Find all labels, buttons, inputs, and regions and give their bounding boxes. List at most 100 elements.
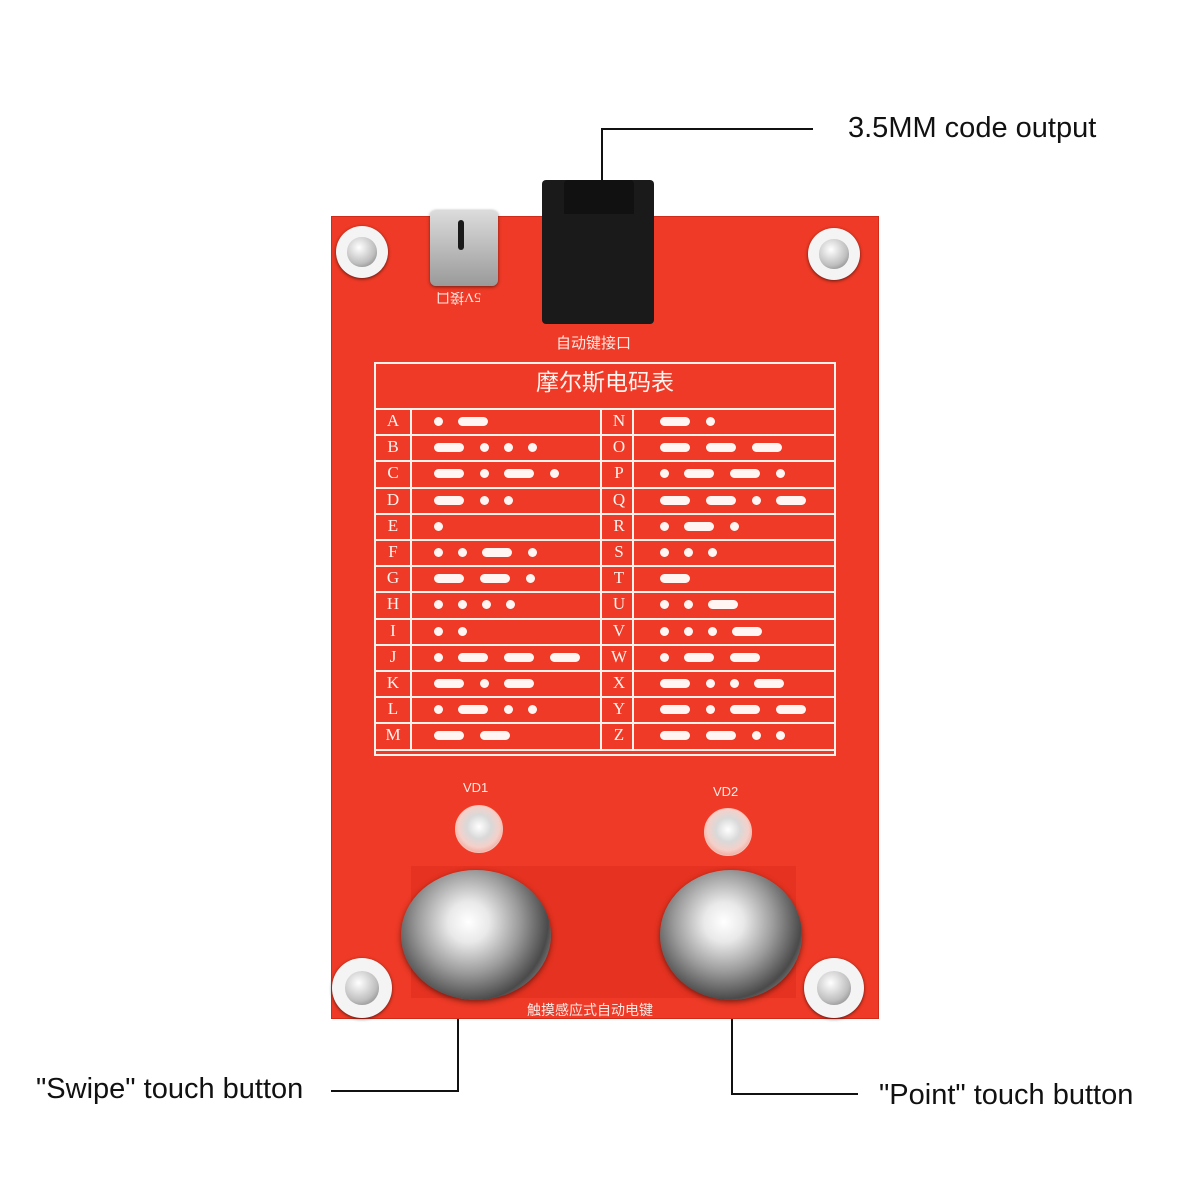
morse-dash (504, 679, 534, 688)
center-col-divider (600, 408, 602, 749)
morse-dot (434, 417, 443, 426)
morse-letter: Z (613, 725, 625, 745)
swipe-leader-v (457, 975, 459, 1092)
morse-dot (684, 600, 693, 610)
usb-port-label: 5V接口 (436, 289, 482, 304)
morse-dash (480, 731, 510, 741)
morse-dash (660, 705, 690, 715)
swipe-touch-button[interactable] (401, 870, 551, 1000)
morse-dash (434, 469, 464, 479)
morse-letter: F (388, 542, 398, 561)
morse-dash (482, 548, 512, 557)
morse-dot (480, 469, 489, 479)
vd2-label: VD2 (713, 784, 739, 799)
morse-letter: L (387, 699, 399, 719)
morse-dash (730, 705, 760, 715)
morse-dash (660, 417, 690, 426)
morse-dash (660, 495, 690, 505)
morse-dot (528, 443, 537, 453)
mounting-screw-top-left (336, 226, 388, 278)
morse-dash (458, 705, 488, 715)
morse-dot (434, 548, 443, 557)
mounting-screw-top-right (808, 228, 860, 280)
led-indicator-vd2 (704, 808, 752, 856)
morse-dot (708, 548, 717, 557)
table-row-divider (374, 434, 836, 437)
morse-dot (434, 705, 443, 715)
morse-dot (504, 705, 513, 715)
code-output-callout: 3.5MM code output (848, 112, 1097, 144)
point-leader-v (731, 975, 733, 1095)
table-row-divider (374, 591, 836, 594)
morse-dash (684, 469, 714, 479)
morse-dash (776, 705, 806, 715)
letter-col-divider-left (410, 408, 412, 749)
usb-c-port[interactable] (430, 210, 498, 286)
morse-dot (504, 443, 513, 453)
morse-letter: M (385, 725, 401, 745)
morse-letter: B (387, 437, 399, 457)
morse-dot (480, 679, 489, 688)
led-indicator-vd1 (455, 805, 503, 853)
morse-letter: D (386, 489, 400, 509)
morse-dash (706, 495, 736, 505)
morse-dot (752, 731, 761, 741)
morse-dash (660, 731, 690, 741)
morse-dash (660, 443, 690, 453)
morse-dash (752, 443, 782, 453)
morse-dot (434, 652, 443, 662)
morse-dash (684, 652, 714, 662)
table-row-divider (374, 722, 836, 725)
morse-dash (504, 469, 534, 479)
morse-dot (706, 705, 715, 715)
morse-dash (434, 574, 464, 584)
code-output-leader-v (601, 128, 603, 206)
morse-dot (434, 600, 443, 610)
morse-dot (752, 495, 761, 505)
morse-dot (684, 626, 693, 636)
morse-letter: A (386, 411, 400, 430)
morse-letter: K (386, 673, 400, 692)
table-row-divider (374, 748, 836, 751)
morse-dash (434, 731, 464, 741)
morse-dot (458, 600, 467, 610)
morse-dot (660, 469, 669, 479)
morse-letter: C (387, 463, 399, 483)
mounting-screw-bottom-right (804, 958, 864, 1018)
table-row-divider (374, 512, 836, 515)
swipe-leader-h (331, 1090, 459, 1092)
jack-port-label: 自动键接口 (556, 334, 632, 352)
table-row-divider (374, 617, 836, 620)
morse-letter: R (613, 515, 625, 535)
table-row-divider (374, 565, 836, 568)
morse-table-title: 摩尔斯电码表 (536, 370, 674, 396)
morse-letter: Q (612, 489, 626, 509)
morse-dash (708, 600, 738, 610)
mounting-screw-bottom-left (332, 958, 392, 1018)
morse-dot (434, 521, 443, 531)
morse-dot (706, 679, 715, 688)
morse-dash (706, 443, 736, 453)
morse-letter: I (390, 620, 396, 640)
morse-letter: Y (612, 699, 626, 719)
morse-dot (480, 443, 489, 453)
morse-letter: U (612, 594, 626, 614)
table-row-divider (374, 460, 836, 463)
point-touch-button[interactable] (660, 870, 802, 1000)
morse-dot (660, 521, 669, 531)
morse-dash (660, 679, 690, 688)
morse-letter: T (613, 568, 625, 588)
morse-letter: J (389, 646, 397, 666)
morse-dash (434, 443, 464, 453)
table-row-divider (374, 486, 836, 489)
morse-dash (776, 495, 806, 505)
morse-dash (504, 652, 534, 662)
table-row-divider (374, 408, 836, 410)
morse-dot (776, 731, 785, 741)
morse-dot (706, 417, 715, 426)
morse-dash (706, 731, 736, 741)
morse-dot (504, 495, 513, 505)
morse-dot (506, 600, 515, 610)
morse-dash (434, 495, 464, 505)
morse-dash (458, 652, 488, 662)
